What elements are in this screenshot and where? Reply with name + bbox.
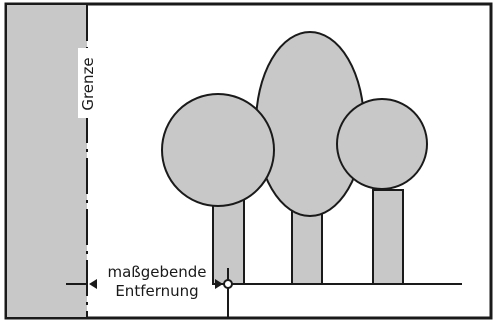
frame [4, 2, 493, 320]
arrow-right-icon [215, 279, 223, 289]
arrow-left-icon [89, 279, 97, 289]
distance-label-line2: Entfernung [115, 282, 198, 300]
distance-label-line1: maßgebende [107, 263, 206, 281]
crown-right [336, 98, 428, 190]
boundary-wall [7, 5, 87, 317]
reference-point-icon [223, 279, 233, 289]
trunk-right [372, 189, 404, 285]
crown-left [161, 93, 275, 207]
boundary-label: Grenze [79, 57, 97, 110]
boundary-label-bg [78, 48, 96, 118]
